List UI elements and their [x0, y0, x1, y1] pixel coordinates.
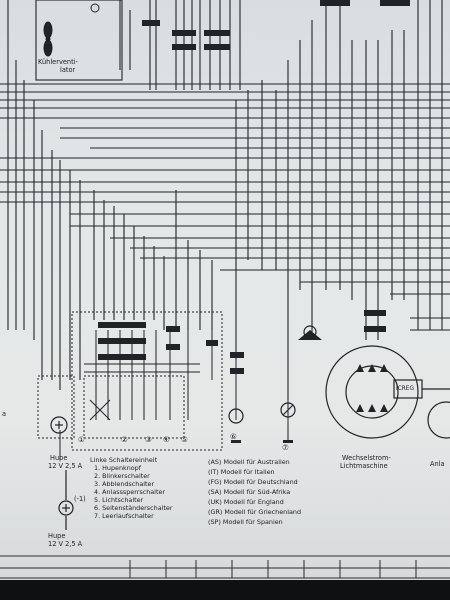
right-cut-label: Anla	[430, 460, 445, 468]
horn2-tag: (-1)	[74, 495, 86, 503]
left-cut-label: a	[2, 410, 7, 418]
model-legend-item: (AS) Modell für Australien	[208, 458, 290, 466]
callout-4: ④	[163, 435, 170, 444]
alternator-label: Wechselstrom-	[342, 454, 391, 462]
switch-legend-item: 6. Seitenständerschalter	[94, 504, 173, 512]
fan-label-2: lator	[60, 66, 76, 74]
switch-legend-item: 1. Hupenknopf	[94, 464, 141, 472]
fan-label: Kühlerventi-	[38, 58, 78, 66]
switch-legend-item: 3. Abblendschalter	[94, 480, 155, 488]
switch-legend-title: Linke Schaltereinheit	[90, 456, 158, 464]
callout-3: ③	[145, 435, 152, 444]
photo-dark-edge	[0, 580, 450, 600]
switch-legend-item: 2. Blinkerschalter	[94, 472, 150, 480]
callout-1: ①	[78, 435, 85, 444]
model-legend-item: (GR) Modell für Griechenland	[208, 508, 301, 516]
horn2-label: Hupe	[48, 532, 66, 540]
model-legend-item: (FG) Modell für Deutschland	[208, 478, 298, 486]
switch-legend-item: 4. Anlasssperrschalter	[94, 488, 166, 496]
callout-2: ②	[121, 435, 128, 444]
callout-6: ⑥	[230, 432, 237, 441]
model-legend-item: (SA) Modell für Süd-Afrika	[208, 488, 291, 496]
switch-legend-item: 5. Lichtschalter	[94, 496, 144, 504]
callout-5: ⑤	[181, 435, 188, 444]
model-legend-item: (SP) Modell für Spanien	[208, 518, 283, 526]
icreg-label: ICREG	[396, 386, 414, 392]
alternator-label-2: Lichtmaschine	[340, 462, 388, 470]
model-legend-item: (IT) Modell für Italien	[208, 468, 275, 476]
model-legend-item: (UK) Modell für England	[208, 498, 284, 506]
horn2-rating: 12 V 2,5 A	[48, 540, 83, 548]
horn1-label: Hupe	[50, 454, 68, 462]
switch-legend-item: 7. Leerlaufschalter	[94, 512, 154, 520]
callout-7: ⑦	[282, 443, 289, 452]
horn1-rating: 12 V 2,5 A	[48, 462, 83, 470]
